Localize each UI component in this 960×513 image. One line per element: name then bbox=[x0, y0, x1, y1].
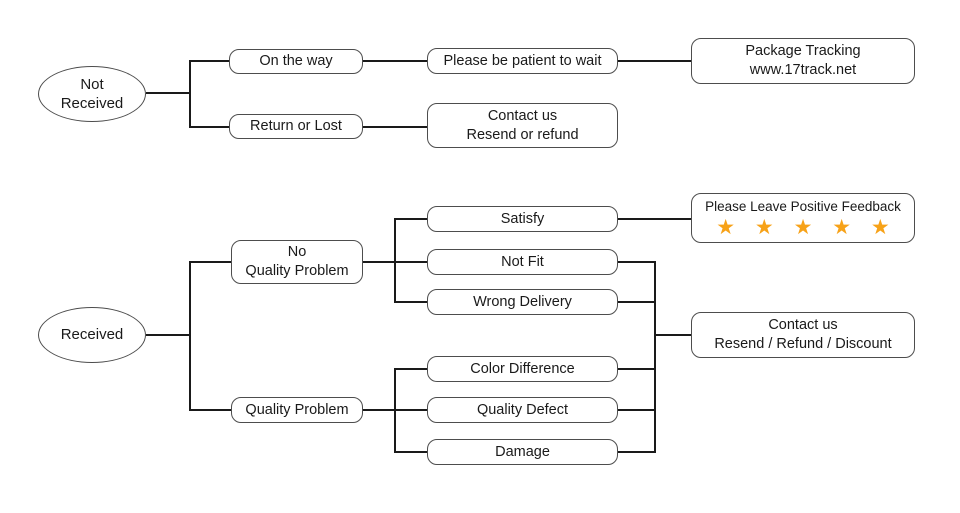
node-received: Received bbox=[38, 307, 146, 363]
node-label: Contact us bbox=[768, 317, 838, 334]
node-please-be-patient: Please be patient to wait bbox=[427, 48, 618, 74]
connector-line bbox=[189, 60, 191, 128]
connector-line bbox=[654, 261, 656, 453]
connector-line bbox=[655, 334, 691, 336]
node-on-the-way: On the way bbox=[229, 49, 363, 74]
node-return-or-lost: Return or Lost bbox=[229, 114, 363, 139]
node-quality-problem: Quality Problem bbox=[231, 397, 363, 423]
connector-line bbox=[618, 301, 655, 303]
node-wrong-delivery: Wrong Delivery bbox=[427, 289, 618, 315]
connector-line bbox=[618, 409, 655, 411]
node-damage: Damage bbox=[427, 439, 618, 465]
node-label: Color Difference bbox=[470, 360, 575, 377]
connector-line bbox=[190, 409, 231, 411]
node-positive-feedback: Please Leave Positive Feedback ★ ★ ★ ★ ★ bbox=[691, 193, 915, 243]
connector-line bbox=[190, 261, 231, 263]
connector-line bbox=[394, 409, 427, 411]
connector-line bbox=[146, 334, 190, 336]
connector-line bbox=[618, 261, 655, 263]
connector-line bbox=[394, 261, 427, 263]
connector-line bbox=[394, 218, 396, 303]
connector-line bbox=[618, 368, 655, 370]
connector-line bbox=[363, 261, 396, 263]
connector-line bbox=[190, 60, 229, 62]
connector-line bbox=[189, 261, 191, 411]
node-label: Wrong Delivery bbox=[473, 293, 572, 310]
node-label: Not Fit bbox=[501, 253, 544, 270]
node-label: Package Tracking bbox=[745, 43, 861, 60]
connector-line bbox=[394, 451, 427, 453]
node-label: Quality Defect bbox=[476, 401, 569, 418]
five-star-rating-icon: ★ ★ ★ ★ ★ bbox=[716, 215, 897, 239]
node-label: Quality Problem bbox=[245, 263, 349, 279]
node-package-tracking: Package Tracking www.17track.net bbox=[691, 38, 915, 84]
node-label: Quality Problem bbox=[245, 401, 349, 418]
node-label: Contact us bbox=[487, 107, 558, 124]
connector-line bbox=[618, 218, 691, 220]
connector-line bbox=[394, 301, 427, 303]
node-label: No bbox=[287, 244, 307, 261]
node-label: Not bbox=[80, 75, 104, 93]
connector-line bbox=[394, 368, 427, 370]
connector-line bbox=[190, 126, 229, 128]
node-not-fit: Not Fit bbox=[427, 249, 618, 275]
tracking-url-text: www.17track.net bbox=[749, 62, 857, 78]
connector-line bbox=[394, 218, 427, 220]
node-label: Please Leave Positive Feedback bbox=[705, 199, 901, 215]
connector-line bbox=[363, 60, 427, 62]
node-label: Damage bbox=[495, 443, 550, 460]
connector-line bbox=[618, 60, 691, 62]
node-contact-us-resend-or-refund: Contact us Resend or refund bbox=[427, 103, 618, 148]
node-contact-us-resend-refund-discount: Contact us Resend / Refund / Discount bbox=[691, 312, 915, 358]
node-label: Resend or refund bbox=[466, 126, 579, 143]
node-label: On the way bbox=[259, 53, 333, 70]
node-label: Received bbox=[60, 95, 124, 112]
connector-line bbox=[146, 92, 191, 94]
node-color-difference: Color Difference bbox=[427, 356, 618, 382]
node-label: Satisfy bbox=[500, 210, 545, 227]
node-label: Please be patient to wait bbox=[443, 52, 602, 69]
node-no-quality-problem: No Quality Problem bbox=[231, 240, 363, 284]
node-quality-defect: Quality Defect bbox=[427, 397, 618, 423]
connector-line bbox=[363, 126, 427, 128]
node-label: Received bbox=[60, 326, 124, 344]
connector-line bbox=[618, 451, 655, 453]
node-label: Resend / Refund / Discount bbox=[714, 336, 892, 352]
node-label: Return or Lost bbox=[250, 118, 342, 135]
connector-line bbox=[363, 409, 396, 411]
node-not-received: Not Received bbox=[38, 66, 146, 122]
node-satisfy: Satisfy bbox=[427, 206, 618, 232]
